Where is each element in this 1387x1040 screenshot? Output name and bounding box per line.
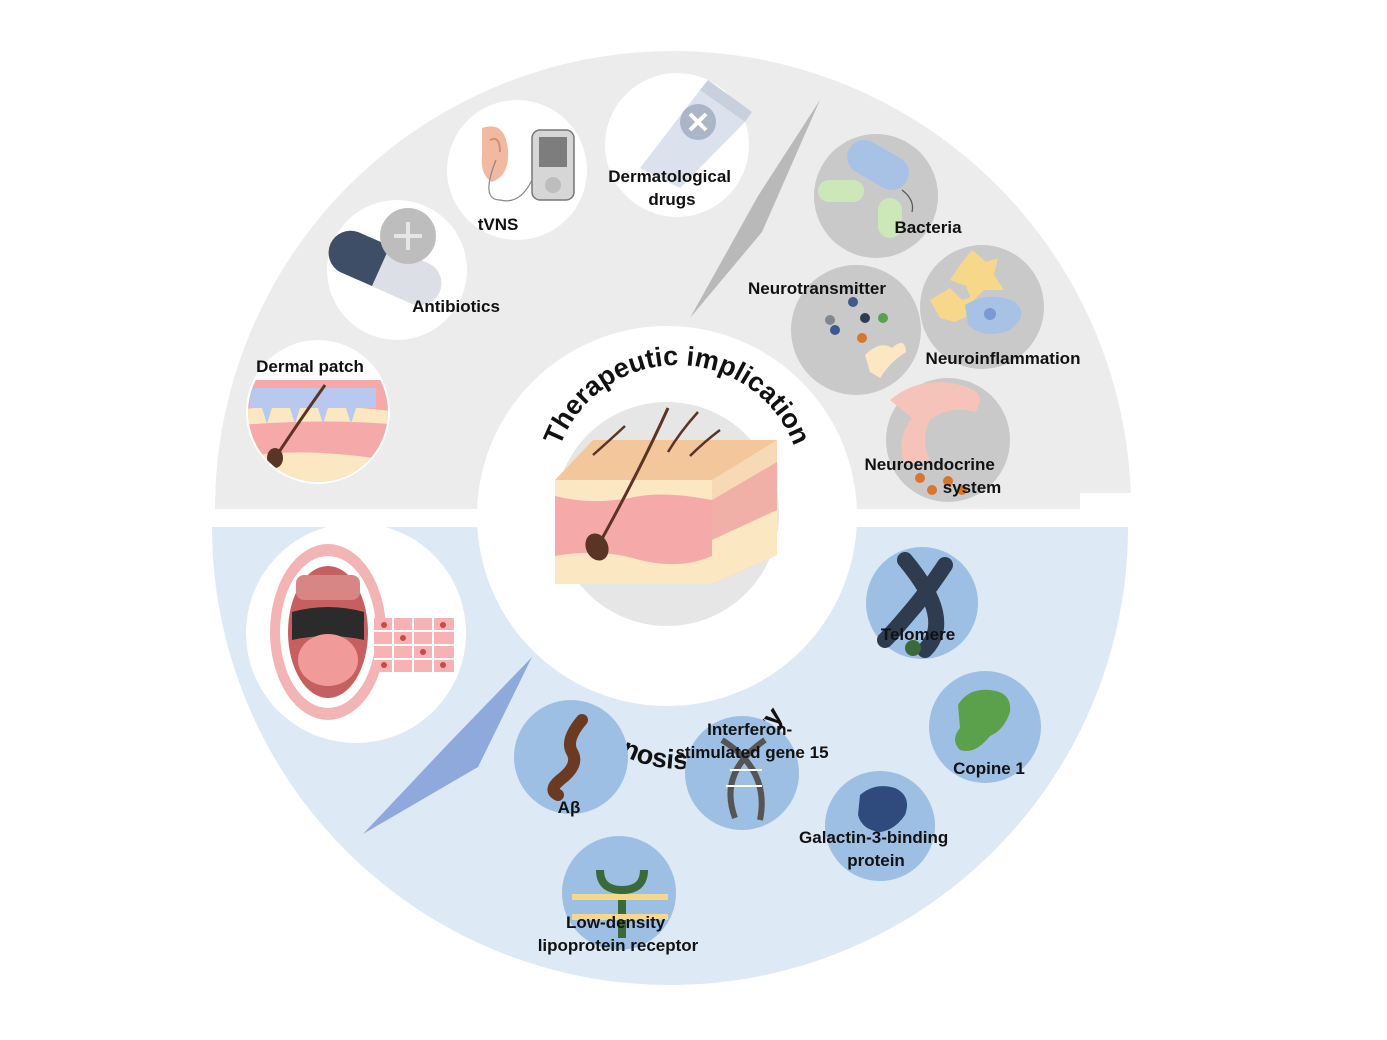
gray-wedge-divider: [690, 100, 820, 318]
mouth-icon: [270, 544, 386, 720]
ldlr-item: [562, 836, 676, 950]
receptor-membrane-icon: [572, 869, 668, 938]
chromosome-icon: [877, 552, 953, 658]
ointment-tube-icon: [640, 80, 752, 188]
telomere-label: Telomere: [881, 625, 955, 644]
amyloid-beta-icon: [547, 714, 588, 801]
copine-item: [929, 671, 1041, 783]
isg15-item: [685, 716, 799, 830]
antibiotics-label: Antibiotics: [412, 297, 500, 316]
neurotransmitter-label: Neurotransmitter: [748, 279, 886, 298]
telomere-item: [866, 547, 978, 659]
dermal-patch-label: Dermal patch: [256, 357, 364, 376]
tvns-label: tVNS: [478, 215, 519, 234]
bacteria-icon: [818, 140, 914, 238]
bacteria-label: Bacteria: [894, 218, 962, 237]
ldlr-label: Low-density lipoprotein receptor: [538, 913, 699, 955]
bacteria-item: [814, 134, 938, 258]
galactin-item: [825, 771, 935, 881]
pituitary-icon: [890, 382, 980, 495]
galactin-label: Galactin-3-binding protein: [799, 828, 953, 870]
neurotransmitter-icon: [825, 297, 906, 378]
ear-device-icon: [481, 126, 575, 202]
isg15-label: Interferon- stimulated gene 15: [675, 720, 828, 762]
neuroinflammation-item: [920, 245, 1044, 369]
copine-label: Copine 1: [953, 759, 1025, 778]
copine-protein-icon: [955, 689, 1011, 752]
blue-wedge-divider: [363, 657, 532, 834]
dermatological-drugs-item: [605, 73, 752, 217]
neuroendocrine-label: Neuroendocrine system: [864, 455, 1001, 497]
dermatological-drugs-label: Dermatological drugs: [608, 167, 736, 209]
antibiotics-item: [327, 200, 467, 340]
dna-helix-icon: [720, 737, 767, 821]
abeta-label: Aβ: [558, 798, 581, 817]
skin-block-icon: [555, 407, 777, 584]
galactin-protein-icon: [858, 786, 908, 832]
capsule-icon: [328, 208, 442, 306]
neuroinflammation-label: Neuroinflammation: [926, 349, 1081, 368]
saliva-sample-item: [246, 523, 466, 743]
tvns-item: [447, 100, 587, 240]
buccal-cells-icon: [374, 618, 454, 672]
glial-cell-icon: [930, 250, 1022, 334]
neurotransmitter-item: [791, 265, 921, 395]
abeta-item: [514, 700, 628, 814]
neuroendocrine-item: [886, 378, 1010, 502]
